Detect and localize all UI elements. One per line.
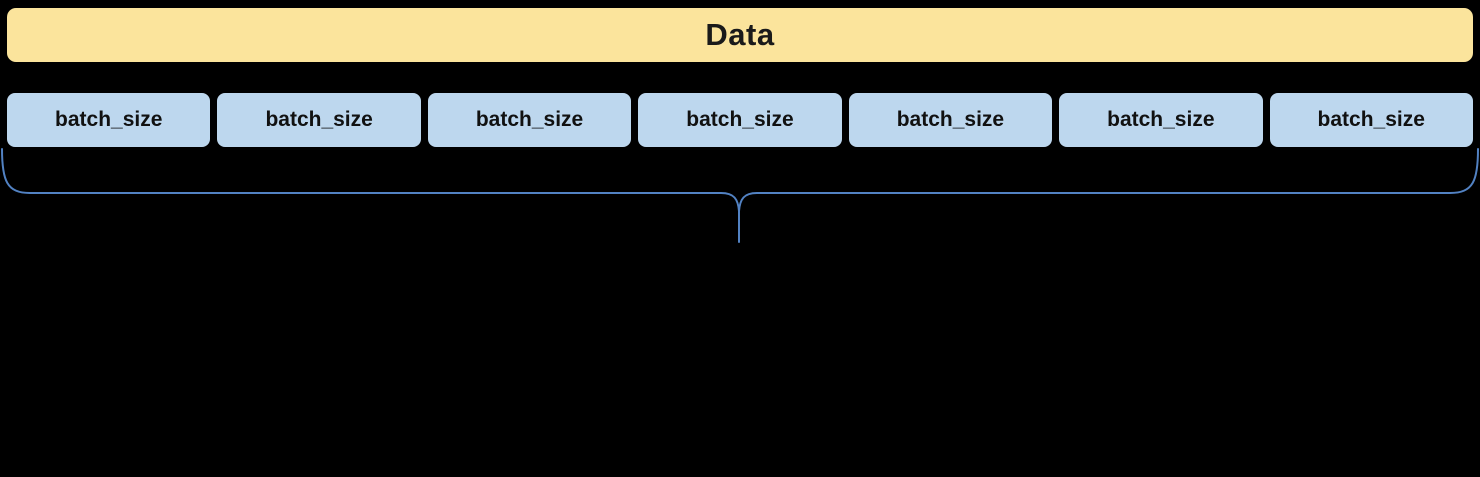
batch-label: batch_size [896, 108, 1005, 131]
batch-block: batch_size [427, 93, 632, 147]
batch-block: batch_size [217, 93, 421, 147]
batch-label: batch_size [1107, 108, 1215, 131]
batch-block: batch_size [1269, 93, 1473, 147]
batch-label: batch_size [265, 108, 373, 131]
batch-block: batch_size [848, 93, 1053, 147]
batch-block: batch_size [638, 93, 842, 147]
data-label: Data [705, 17, 775, 52]
batch-label: batch_size [1317, 108, 1425, 131]
batch-label: batch_size [475, 108, 584, 131]
batch-block: batch_size [7, 93, 211, 147]
batch-row: batch_size batch_size batch_size batch_s… [7, 93, 1473, 147]
curly-brace-icon [0, 147, 1480, 247]
batch-label: batch_size [55, 108, 163, 131]
batch-block: batch_size [1059, 93, 1263, 147]
data-block: Data [7, 8, 1473, 62]
batch-label: batch_size [686, 108, 794, 131]
